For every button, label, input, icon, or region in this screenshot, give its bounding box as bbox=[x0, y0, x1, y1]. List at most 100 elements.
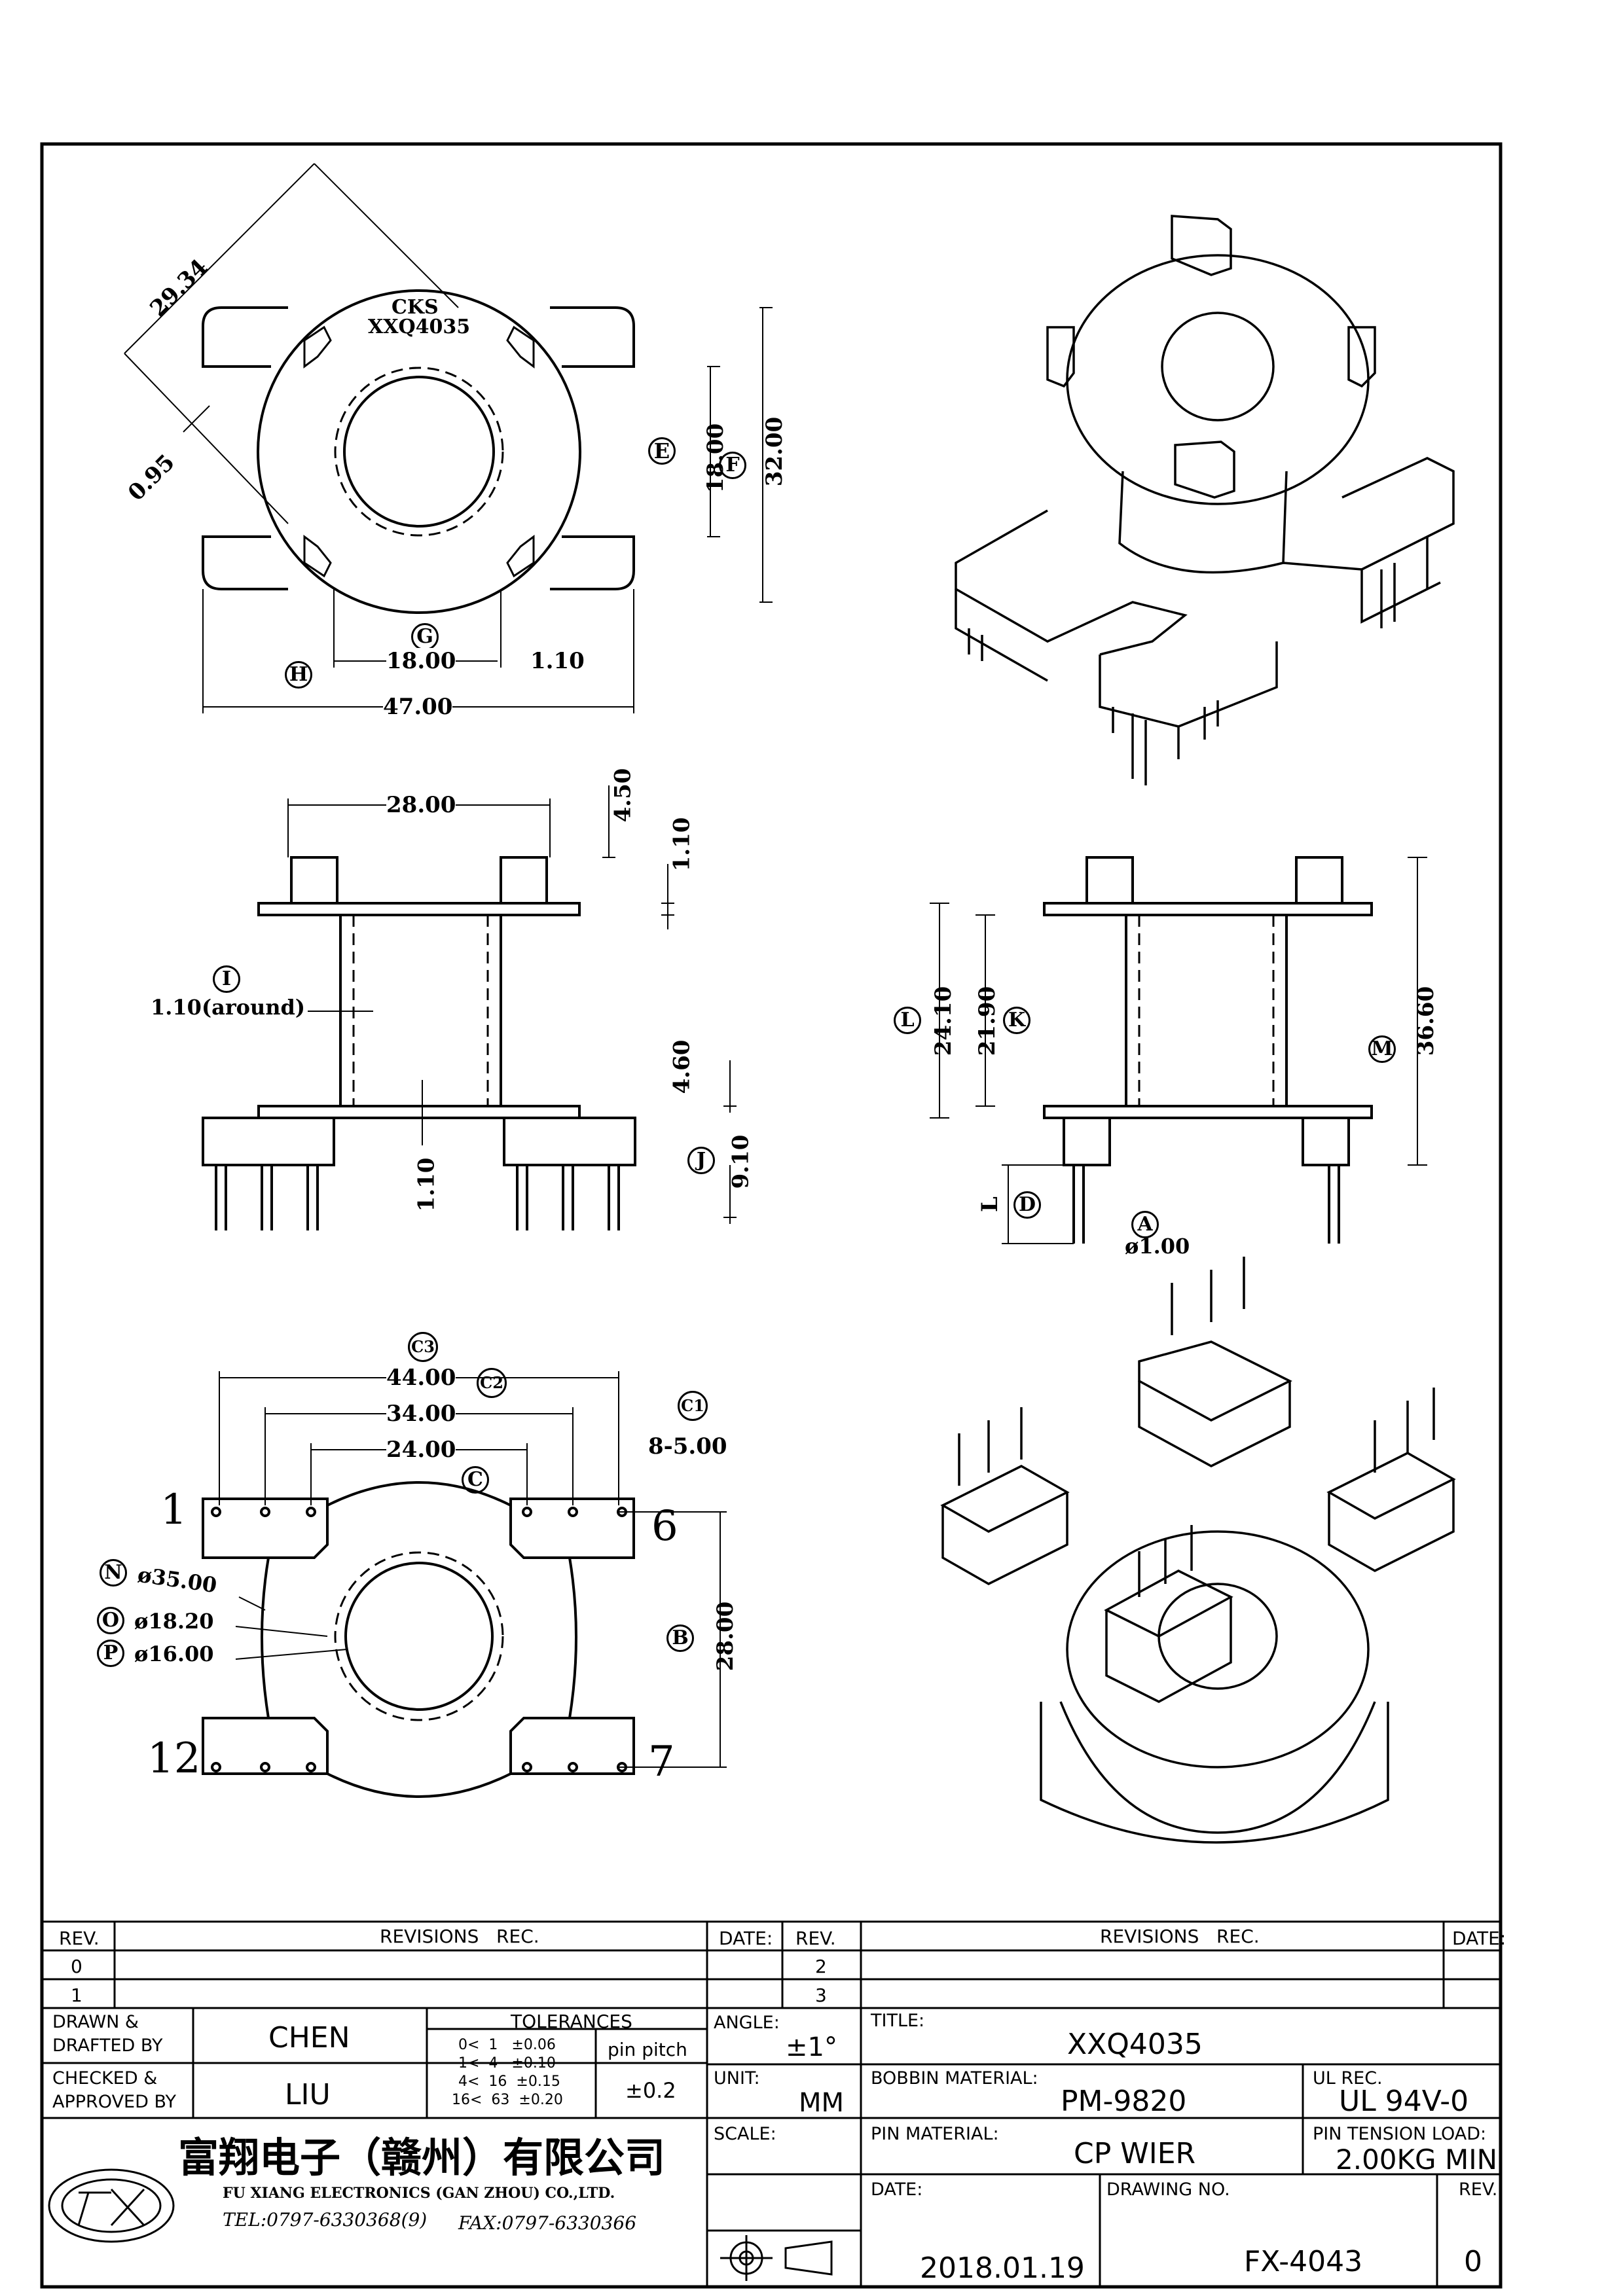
angle-label: ANGLE: bbox=[714, 2013, 780, 2033]
title-value: XXQ4035 bbox=[1067, 2028, 1203, 2061]
pin-7-label: 7 bbox=[648, 1738, 675, 1786]
company-tel: TEL:0797-6330368(9) bbox=[223, 2209, 428, 2231]
checked-by-label: CHECKED & APPROVED BY bbox=[52, 2068, 177, 2112]
projection-symbol-icon bbox=[720, 2235, 833, 2281]
dim-1-10-around: 1.10(around) bbox=[151, 995, 306, 1020]
dim-1-10: 1.10 bbox=[530, 648, 585, 674]
pin-1-label: 1 bbox=[160, 1486, 187, 1534]
company-name-cn: 富翔电子（赣州）有限公司 bbox=[178, 2134, 666, 2181]
drawn-by-value: CHEN bbox=[268, 2021, 350, 2054]
label-H: H bbox=[285, 661, 312, 689]
dim-44: 44.00 bbox=[386, 1365, 456, 1391]
dim-F-value: 18.00 bbox=[702, 423, 729, 493]
front-view bbox=[930, 856, 1427, 1244]
dim-0-95: 0.95 bbox=[122, 449, 180, 507]
date-value: 2018.01.19 bbox=[920, 2251, 1085, 2285]
iso-view-top bbox=[955, 215, 1455, 785]
dim-47: 47.00 bbox=[383, 694, 453, 720]
rev-row-0: 0 bbox=[71, 1956, 82, 1977]
angle-value: ±1° bbox=[786, 2032, 837, 2062]
dim-L-letter: L bbox=[976, 1196, 1003, 1212]
scale-label: SCALE: bbox=[714, 2124, 776, 2144]
label-K: K bbox=[1003, 1007, 1030, 1034]
dim-28: 28.00 bbox=[386, 792, 456, 818]
label-I: I bbox=[213, 965, 240, 993]
dim-36-60: 36.60 bbox=[1413, 986, 1440, 1056]
top-view bbox=[124, 163, 773, 713]
tension-label: PIN TENSION LOAD: bbox=[1313, 2124, 1487, 2144]
label-L: L bbox=[894, 1007, 921, 1034]
tension-value: 2.00KG MIN bbox=[1336, 2144, 1497, 2176]
label-G: G bbox=[411, 623, 439, 651]
dim-9-10: 9.10 bbox=[727, 1134, 754, 1189]
title-block-grid bbox=[42, 1920, 1501, 2287]
company-fax: FAX:0797-6330366 bbox=[458, 2212, 637, 2234]
drawing-no-label: DRAWING NO. bbox=[1106, 2179, 1230, 2200]
rev-col-header: REV. bbox=[59, 1928, 100, 1949]
label-A: A bbox=[1131, 1211, 1159, 1238]
checked-by-value: LIU bbox=[285, 2078, 331, 2111]
label-C: C bbox=[462, 1466, 489, 1494]
dim-24: 24.00 bbox=[386, 1437, 456, 1463]
tolerances-title: TOLERANCES bbox=[511, 2011, 632, 2032]
date-col-header-2: DATE: bbox=[1452, 1928, 1506, 1949]
dim-4-50: 4.50 bbox=[610, 768, 636, 823]
dim-4-60: 4.60 bbox=[668, 1039, 695, 1094]
date-label: DATE: bbox=[871, 2179, 923, 2200]
tol-row-0: 0< 1 ±0.06 bbox=[458, 2037, 556, 2053]
drawn-by-label: DRAWN & DRAFTED BY bbox=[52, 2012, 163, 2056]
rev-label: REV. bbox=[1459, 2179, 1498, 2200]
sheet-border bbox=[40, 142, 1503, 2289]
label-O: O bbox=[97, 1607, 124, 1634]
rev-value: 0 bbox=[1464, 2245, 1482, 2278]
pin-6-label: 6 bbox=[651, 1502, 678, 1551]
rec-col-header: REVISIONS REC. bbox=[380, 1926, 539, 1947]
tol-row-3: 16< 63 ±0.20 bbox=[452, 2092, 563, 2108]
label-D: D bbox=[1013, 1191, 1041, 1219]
dim-dia-35: ø35.00 bbox=[136, 1562, 219, 1598]
label-E: E bbox=[648, 437, 676, 465]
dim-1-10-bottom: 1.10 bbox=[413, 1157, 440, 1212]
company-name-en: FU XIANG ELECTRONICS (GAN ZHOU) CO.,LTD. bbox=[223, 2185, 615, 2202]
pin-material-value: CP WIER bbox=[1074, 2137, 1196, 2170]
mark-line1: CKS bbox=[392, 296, 439, 319]
dim-1-10-top: 1.10 bbox=[668, 817, 695, 872]
title-label: TITLE: bbox=[871, 2011, 925, 2031]
bottom-view bbox=[202, 1371, 727, 1798]
mark-line2: XXQ4035 bbox=[368, 315, 471, 338]
unit-value: MM bbox=[799, 2088, 845, 2118]
bobbin-value: PM-9820 bbox=[1061, 2085, 1187, 2118]
ul-value: UL 94V-0 bbox=[1339, 2085, 1469, 2118]
label-M: M bbox=[1368, 1035, 1396, 1063]
ul-label: UL REC. bbox=[1313, 2068, 1383, 2089]
label-J: J bbox=[687, 1147, 715, 1174]
label-B: B bbox=[666, 1624, 694, 1652]
dim-32: 32.00 bbox=[761, 416, 788, 487]
fx-logo bbox=[48, 2168, 175, 2243]
label-P: P bbox=[97, 1640, 124, 1667]
label-C2: C2 bbox=[477, 1368, 507, 1398]
tol-row-1: 1< 4 ±0.10 bbox=[458, 2055, 556, 2072]
dim-21-90: 21.90 bbox=[974, 986, 1001, 1056]
label-F: F bbox=[719, 452, 746, 479]
date-col-header: DATE: bbox=[719, 1928, 773, 1949]
pin-pitch-label: pin pitch bbox=[608, 2039, 687, 2060]
dim-G-value: 18.00 bbox=[386, 648, 456, 674]
iso-view-bottom bbox=[940, 1257, 1456, 1844]
dim-28-B: 28.00 bbox=[712, 1601, 739, 1672]
label-N: N bbox=[100, 1559, 127, 1587]
dim-34: 34.00 bbox=[386, 1401, 456, 1427]
dim-24-10: 24.10 bbox=[930, 986, 957, 1056]
side-view bbox=[202, 785, 737, 1230]
rev-row-2: 2 bbox=[815, 1956, 827, 1977]
rev-row-1: 1 bbox=[71, 1984, 82, 2006]
unit-label: UNIT: bbox=[714, 2068, 760, 2089]
rev-row-3: 3 bbox=[815, 1984, 827, 2006]
label-C1: C1 bbox=[678, 1391, 708, 1421]
pin-12-label: 12 bbox=[147, 1734, 201, 1783]
pin-material-label: PIN MATERIAL: bbox=[871, 2124, 999, 2144]
bobbin-label: BOBBIN MATERIAL: bbox=[871, 2068, 1038, 2089]
rev-col-header-2: REV. bbox=[795, 1928, 836, 1949]
